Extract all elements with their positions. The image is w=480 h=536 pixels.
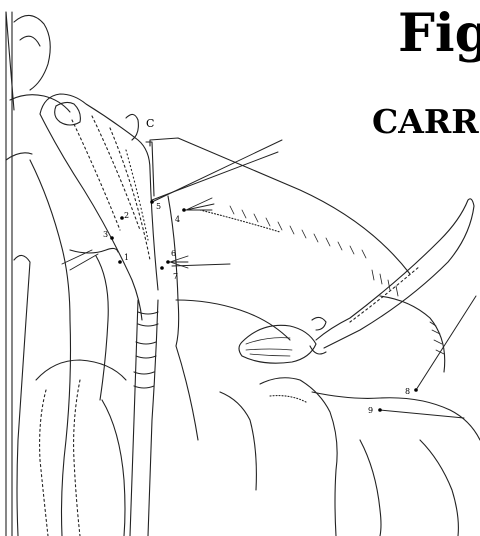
callout-4: 4 bbox=[175, 215, 180, 224]
callout-7: 7 bbox=[173, 272, 178, 281]
club-appendage bbox=[239, 199, 474, 363]
callout-5: 5 bbox=[156, 202, 161, 211]
thorax-body bbox=[150, 138, 410, 440]
callout-8: 8 bbox=[405, 387, 410, 396]
callout-labels: 1 2 3 4 5 6 7 8 9 bbox=[103, 202, 410, 415]
callout-6: 6 bbox=[171, 249, 176, 258]
section-label: C bbox=[146, 117, 154, 130]
callout-1: 1 bbox=[124, 253, 129, 262]
pointer-lines bbox=[62, 140, 476, 418]
callout-3: 3 bbox=[103, 230, 108, 239]
main-leg-segment bbox=[40, 94, 158, 320]
callout-2: 2 bbox=[124, 211, 129, 220]
left-body-mass bbox=[14, 160, 126, 536]
upper-left-lobe bbox=[6, 15, 70, 160]
callout-9: 9 bbox=[368, 406, 373, 415]
left-edge-lines bbox=[6, 12, 14, 536]
segmented-stalk bbox=[130, 300, 158, 536]
